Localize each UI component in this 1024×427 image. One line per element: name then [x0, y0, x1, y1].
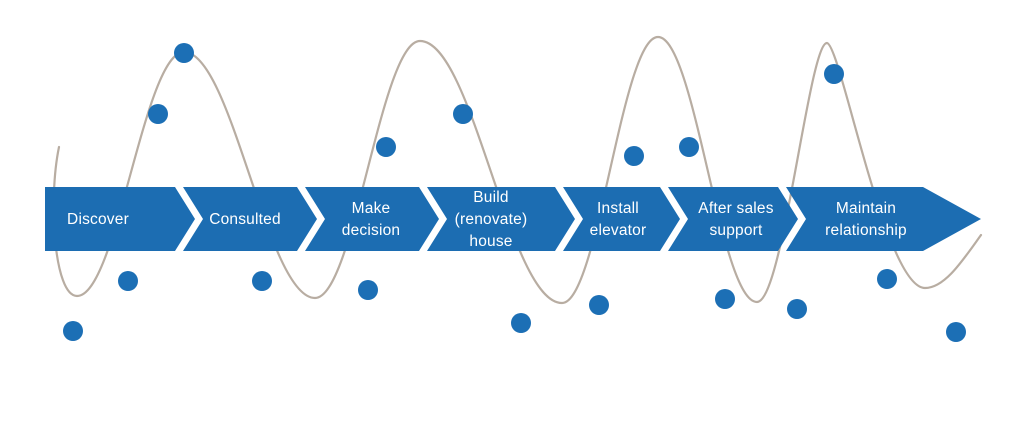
- stage-label-make-decision: Make decision: [342, 200, 400, 239]
- stage-label-line: Install: [597, 200, 639, 217]
- touchpoint-dot: [679, 137, 699, 157]
- touchpoint-dot: [715, 289, 735, 309]
- stage-label-line: relationship: [825, 222, 907, 239]
- stage-label-line: Make: [352, 200, 391, 217]
- emotion-wave-line: [52, 35, 983, 305]
- stage-label-line: (renovate): [455, 211, 528, 228]
- stage-label-line: decision: [342, 222, 400, 239]
- stage-chevron-after-sales-support: [668, 187, 798, 251]
- stage-chevron-maintain-relationship: [786, 187, 981, 251]
- touchpoint-dot: [624, 146, 644, 166]
- stage-label-line: Maintain: [836, 200, 896, 217]
- stage-label-discover: Discover: [67, 211, 129, 228]
- stage-chevron-make-decision: [305, 187, 439, 251]
- touchpoint-dot: [946, 322, 966, 342]
- stage-label-build-renovate-house: Build (renovate) house: [455, 189, 528, 250]
- touchpoint-dot: [358, 280, 378, 300]
- touchpoint-dot: [174, 43, 194, 63]
- stage-label-line: support: [709, 222, 763, 239]
- stage-chevron-discover: [45, 187, 195, 251]
- stage-label-install-elevator: Install elevator: [590, 200, 647, 239]
- touchpoint-dot: [252, 271, 272, 291]
- touchpoint-dot: [589, 295, 609, 315]
- touchpoint-dot: [118, 271, 138, 291]
- stage-label-line: elevator: [590, 222, 647, 239]
- touchpoint-dot: [877, 269, 897, 289]
- touchpoint-dot: [453, 104, 473, 124]
- touchpoint-dot: [148, 104, 168, 124]
- stage-chevron-consulted: [183, 187, 317, 251]
- stage-label-consulted: Consulted: [209, 211, 281, 228]
- touchpoint-dot: [787, 299, 807, 319]
- stage-label-line: Build: [473, 189, 508, 206]
- stage-label-after-sales-support: After sales support: [698, 200, 773, 239]
- touchpoint-dot: [824, 64, 844, 84]
- stage-chevron-build-renovate-house: [427, 187, 575, 251]
- stage-label-line: Consulted: [209, 211, 281, 228]
- touchpoint-dot: [63, 321, 83, 341]
- stage-label-line: After sales: [698, 200, 773, 217]
- stage-label-line: Discover: [67, 211, 129, 228]
- touchpoint-dot: [376, 137, 396, 157]
- stage-chevron-install-elevator: [563, 187, 680, 251]
- stage-label-line: house: [469, 233, 512, 250]
- touchpoint-dot: [511, 313, 531, 333]
- stage-label-maintain-relationship: Maintain relationship: [825, 200, 907, 239]
